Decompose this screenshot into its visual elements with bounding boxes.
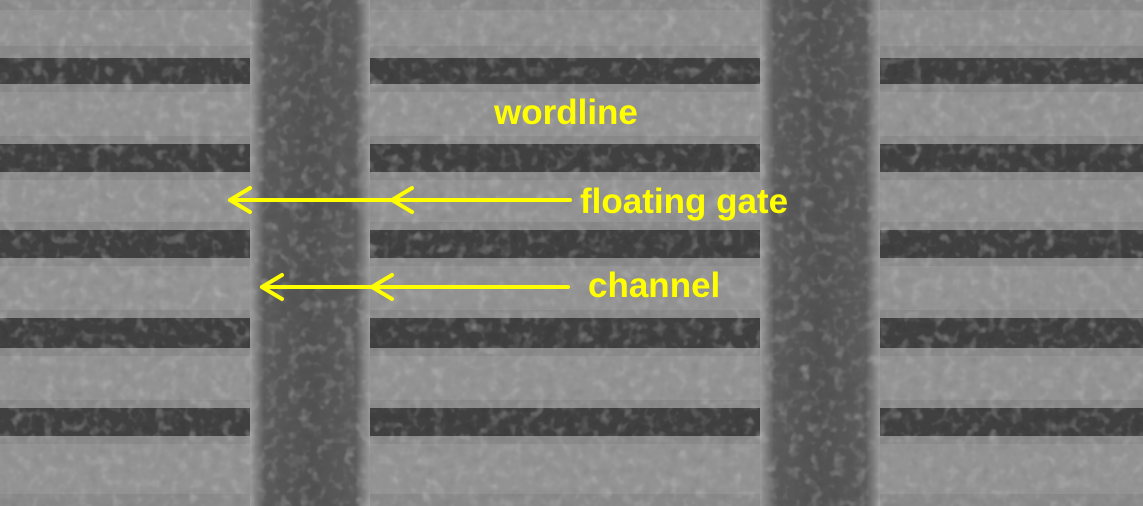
channel-label: channel — [588, 266, 721, 305]
channel-arrow — [260, 273, 570, 301]
vertical-column — [760, 0, 880, 506]
floating-gate-label: floating gate — [580, 182, 789, 221]
dark-stripes — [0, 58, 1143, 436]
wordline-label: wordline — [494, 93, 638, 132]
floating-gate-arrow — [228, 186, 572, 214]
vertical-column — [250, 0, 370, 506]
